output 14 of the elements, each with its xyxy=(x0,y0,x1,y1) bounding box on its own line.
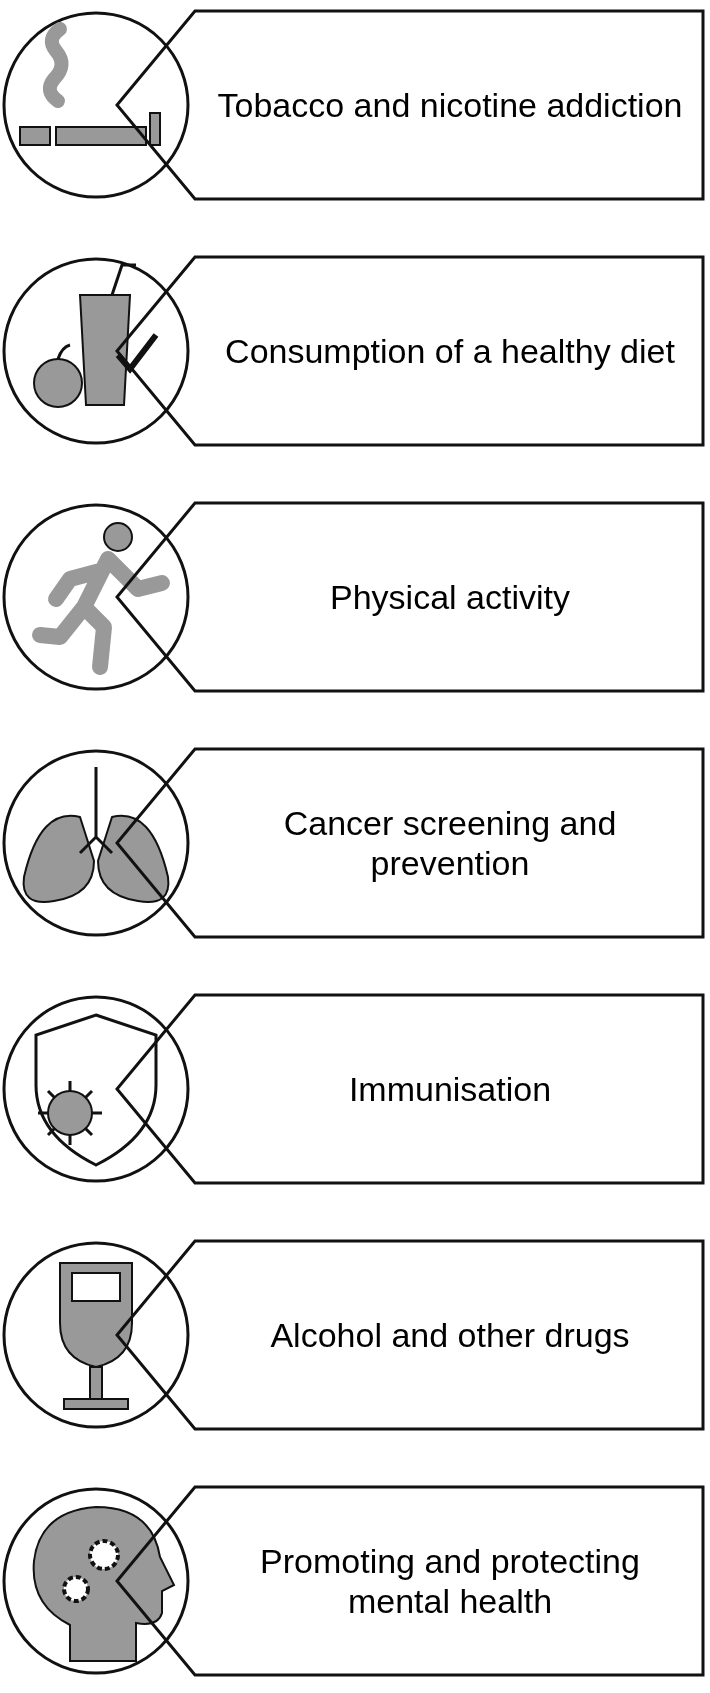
label-box xyxy=(115,993,705,1185)
label-box xyxy=(115,1485,705,1677)
topic-label: Alcohol and other drugs xyxy=(270,1315,630,1355)
label-box xyxy=(115,501,705,693)
topic-label: Promoting and protecting mental health xyxy=(259,1541,641,1621)
topic-label: Consumption of a healthy diet xyxy=(225,331,675,371)
label-box xyxy=(115,9,705,201)
topic-label: Cancer screening and prevention xyxy=(282,803,618,883)
topic-label: Tobacco and nicotine addiction xyxy=(217,85,683,125)
topic-label: Physical activity xyxy=(330,577,570,617)
topic-label: Immunisation xyxy=(348,1069,552,1109)
label-box xyxy=(115,255,705,447)
label-box xyxy=(115,1239,705,1431)
label-box xyxy=(115,747,705,939)
